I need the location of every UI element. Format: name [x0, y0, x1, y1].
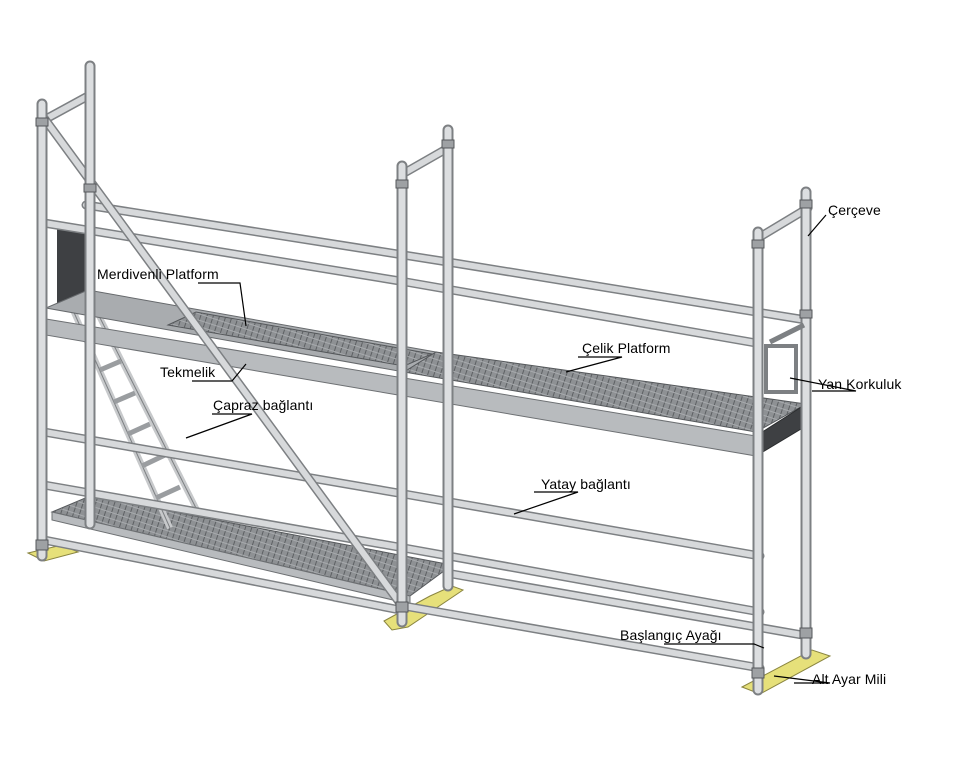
label-tekmelik: Tekmelik — [160, 364, 216, 380]
leader-lines — [185, 214, 857, 684]
lower-platform — [50, 495, 454, 605]
diagonal-brace — [39, 113, 407, 611]
label-yan-korkuluk: Yan Korkuluk — [818, 376, 902, 392]
horizontal-braces — [39, 91, 813, 673]
label-capraz-baglanti: Çapraz bağlantı — [213, 397, 314, 413]
label-baslangic-ayagi: Başlangıç Ayağı — [620, 627, 722, 643]
label-merdivenli-platform: Merdivenli Platform — [97, 266, 219, 282]
side-guardrail — [764, 322, 806, 394]
label-celik-platform: Çelik Platform — [582, 340, 671, 356]
label-yatay-baglanti: Yatay bağlantı — [541, 476, 631, 492]
clamps — [35, 117, 813, 679]
label-cerceve: Çerçeve — [828, 202, 881, 218]
label-alt-ayar-mili: Alt Ayar Mili — [812, 671, 887, 687]
uprights — [36, 60, 812, 696]
